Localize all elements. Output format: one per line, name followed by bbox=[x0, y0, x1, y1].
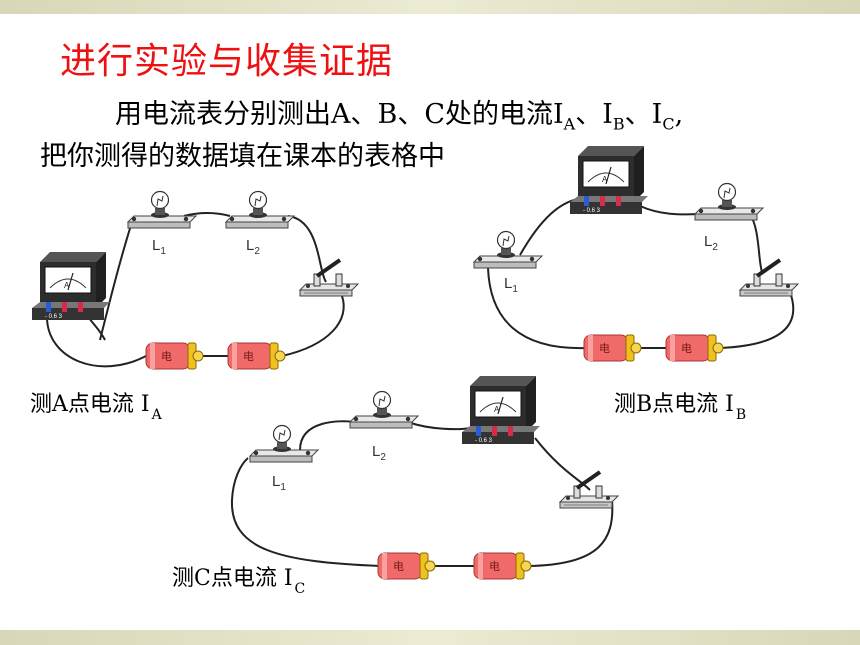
circuit-a-ammeter-icon bbox=[31, 251, 111, 321]
circuit-a-bulb-l2 bbox=[225, 190, 295, 229]
circuit-c-battery-1 bbox=[377, 552, 436, 580]
intro-line-1: 用电流表分别测出A、B、C处的电流IA、IB、IC, bbox=[115, 92, 683, 133]
intro-sep-2: 、I bbox=[624, 99, 663, 130]
bottom-decor-bar bbox=[0, 630, 860, 645]
circuit-a-bulb-l1 bbox=[127, 190, 197, 229]
top-decor-bar bbox=[0, 0, 860, 14]
circuit-c-ammeter-icon bbox=[461, 375, 541, 445]
circuit-c-wires bbox=[230, 420, 614, 567]
circuit-c-label-l1: L1 bbox=[272, 473, 286, 493]
circuit-a-battery-1 bbox=[145, 342, 204, 370]
circuit-b-wires bbox=[487, 197, 795, 350]
intro-line-2: 把你测得的数据填在课本的表格中 bbox=[40, 141, 445, 172]
intro-sub-b: B bbox=[612, 114, 625, 134]
circuit-a-label-l2: L2 bbox=[246, 237, 260, 257]
circuit-c-battery-2 bbox=[473, 552, 532, 580]
circuit-b-switch-icon bbox=[738, 258, 800, 298]
circuit-c-bulb-l2 bbox=[349, 390, 419, 429]
intro-text-prefix: 用电流表分别测出A、B、C处的电流I bbox=[115, 99, 564, 130]
slide-title: 进行实验与收集证据 bbox=[60, 41, 394, 82]
circuit-b-battery-2 bbox=[665, 334, 724, 362]
intro-sep-1: 、I bbox=[575, 99, 613, 130]
circuit-b-bulb-l2 bbox=[694, 182, 764, 221]
circuit-a-label-l1: L1 bbox=[152, 237, 166, 257]
circuit-a-wires bbox=[46, 212, 345, 368]
circuit-b-label-l1: L1 bbox=[504, 275, 518, 295]
circuit-a-battery-2 bbox=[227, 342, 286, 370]
circuit-b-ammeter-icon bbox=[569, 145, 649, 215]
circuit-a-switch-icon bbox=[298, 258, 360, 298]
circuit-b-battery-1 bbox=[583, 334, 642, 362]
intro-suffix: , bbox=[674, 99, 684, 130]
circuit-b-label-l2: L2 bbox=[704, 233, 718, 253]
intro-sub-c: C bbox=[662, 114, 675, 134]
circuit-c-label-l2: L2 bbox=[372, 443, 386, 463]
intro-sub-a: A bbox=[563, 114, 576, 134]
